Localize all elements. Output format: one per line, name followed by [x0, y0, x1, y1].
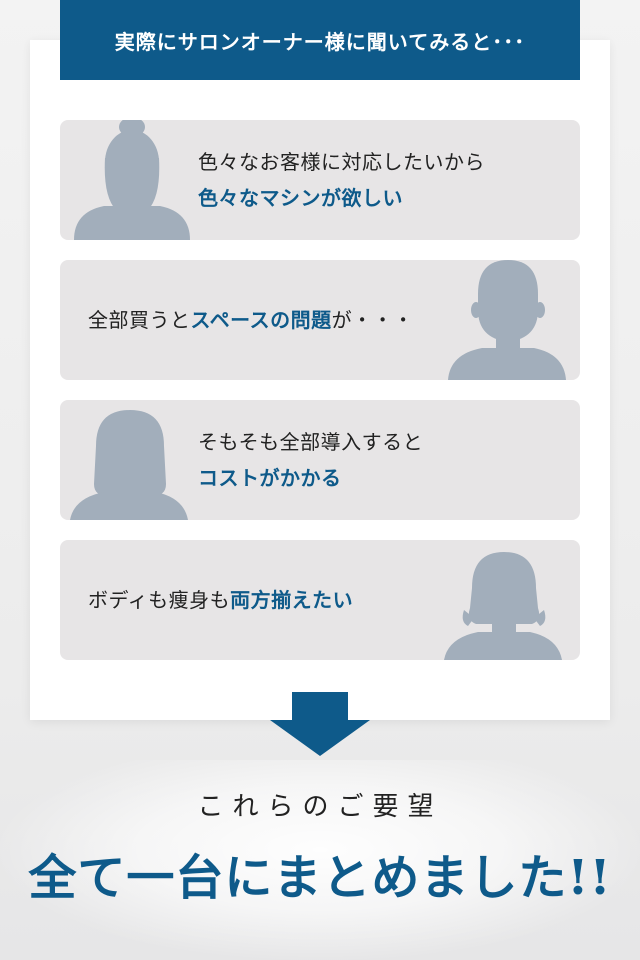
header-title: 実際にサロンオーナー様に聞いてみると･･･	[114, 29, 526, 54]
conclusion-title: 全て一台にまとめました!!	[28, 850, 612, 906]
voice-1-emphasis: 色々なマシンが欲しい	[198, 186, 403, 210]
voice-text-4: ボディも痩身も両方揃えたい	[88, 582, 353, 618]
voice-text-1: 色々なお客様に対応したいから 色々なマシンが欲しい	[198, 144, 485, 216]
down-arrow-icon	[270, 692, 370, 756]
voice-item-2: 全部買うとスペースの問題が・・・	[60, 260, 580, 380]
voice-2-suffix: が・・・	[331, 308, 414, 332]
voice-text-2: 全部買うとスペースの問題が・・・	[88, 302, 414, 338]
voice-3-line1: そもそも全部導入すると	[198, 430, 424, 454]
conclusion-glow	[0, 760, 640, 960]
voice-1-line1: 色々なお客様に対応したいから	[198, 150, 485, 174]
man-silhouette-icon	[448, 260, 566, 380]
voice-4-prefix: ボディも痩身も	[88, 588, 231, 612]
voice-item-4: ボディも痩身も両方揃えたい	[60, 540, 580, 660]
voice-text-3: そもそも全部導入すると コストがかかる	[198, 424, 423, 496]
voice-item-3: そもそも全部導入すると コストがかかる	[60, 400, 580, 520]
header-banner: 実際にサロンオーナー様に聞いてみると･･･	[60, 0, 580, 80]
voice-4-emphasis: 両方揃えたい	[230, 588, 354, 612]
conclusion-subtitle: これらのご要望	[197, 792, 443, 822]
voice-2-emphasis: スペースの問題	[190, 308, 332, 332]
voice-3-emphasis: コストがかかる	[198, 466, 342, 490]
woman-bob-silhouette-icon	[444, 546, 562, 660]
voice-2-prefix: 全部買うと	[88, 308, 191, 332]
woman-bun-silhouette-icon	[74, 120, 190, 240]
voice-item-1: 色々なお客様に対応したいから 色々なマシンが欲しい	[60, 120, 580, 240]
woman-short-hair-silhouette-icon	[70, 406, 188, 520]
